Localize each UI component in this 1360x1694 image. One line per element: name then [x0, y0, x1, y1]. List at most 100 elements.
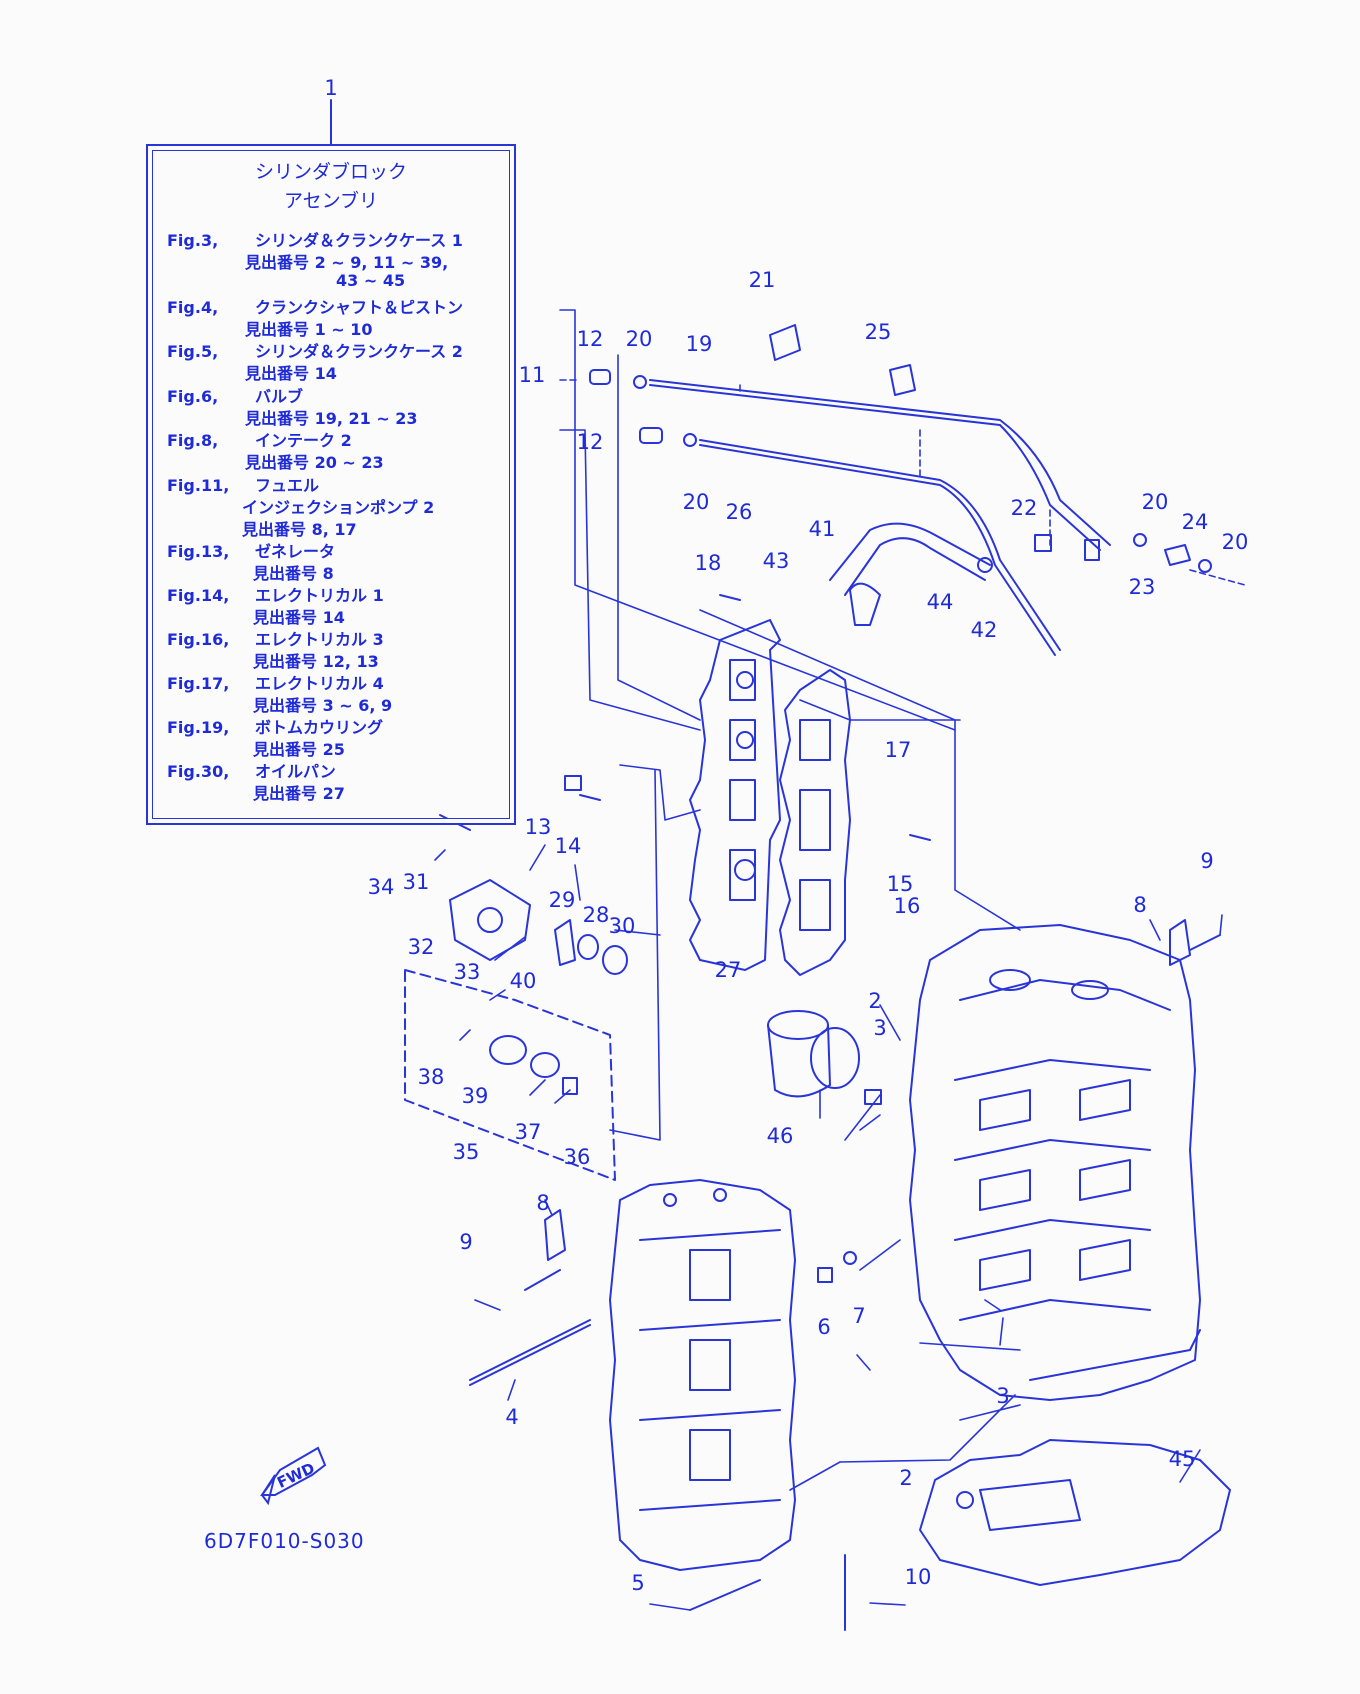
callout-number: 12 — [576, 430, 604, 454]
legend-fig-row: Fig.6, バルブ — [167, 383, 303, 407]
legend-fig-ref: Fig.5, — [167, 342, 219, 361]
legend-fig-row: Fig.30, オイルパン — [167, 758, 336, 782]
callout-number: 42 — [970, 618, 998, 642]
callout-number: 38 — [417, 1065, 445, 1089]
callout-number: 12 — [576, 327, 604, 351]
oil-filter-part — [767, 1010, 860, 1098]
legend-box — [146, 144, 516, 825]
legend-fig-ref: Fig.19, — [167, 718, 230, 737]
callout-number: 35 — [452, 1140, 480, 1164]
callout-number: 18 — [694, 551, 722, 575]
callout-number: 21 — [748, 268, 776, 292]
legend-fig-sub: 見出番号 12, 13 — [253, 652, 379, 671]
legend-title-line2: アセンブリ — [283, 190, 379, 212]
diagram-code: 6D7F010-S030 — [204, 1529, 365, 1553]
callout-number: 8 — [1133, 893, 1147, 917]
legend-fig-row: Fig.4,クランクシャフト＆ピストン — [167, 294, 463, 318]
legend-fig-name: エレクトリカル 3 — [255, 630, 384, 649]
legend-fig-sub: 見出番号 25 — [253, 740, 345, 759]
callout-number: 39 — [461, 1084, 489, 1108]
callout-number: 32 — [407, 935, 435, 959]
bolts-part — [439, 594, 1221, 1631]
crankcase-part — [609, 1179, 796, 1571]
legend-fig-row: Fig.19, ボトムカウリング — [167, 714, 383, 738]
legend-fig-name: オイルパン — [255, 762, 336, 781]
hoses-part — [649, 379, 1111, 656]
legend-fig-ref: Fig.8, — [167, 431, 219, 450]
legend-fig-name: ボトムカウリング — [255, 718, 384, 737]
callout-number: 4 — [505, 1405, 519, 1429]
legend-fig-sub: 見出番号 14 — [245, 364, 337, 383]
callout-number: 15 — [886, 872, 914, 896]
callout-number: 24 — [1181, 510, 1209, 534]
legend-fig-name: バルブ — [255, 387, 304, 406]
callout-number: 2 — [899, 1466, 913, 1490]
legend-fig-row: Fig.8, インテーク 2 — [167, 427, 352, 451]
callout-number: 19 — [685, 332, 713, 356]
fwd-label: FWD — [274, 1459, 317, 1492]
legend-fig-row: Fig.16, エレクトリカル 3 — [167, 626, 384, 650]
legend-fig-ref: Fig.13, — [167, 542, 230, 561]
callout-number: 5 — [631, 1571, 645, 1595]
fwd-arrow-icon: FWD — [260, 1446, 327, 1506]
legend-fig-sub: 見出番号 14 — [253, 608, 345, 627]
legend-fig-ref: Fig.30, — [167, 762, 230, 781]
callout-number: 3 — [996, 1384, 1010, 1408]
callout-number: 7 — [852, 1304, 866, 1328]
legend-fig-row: Fig.5, シリンダ＆クランクケース 2 — [167, 338, 463, 362]
legend-fig-ref: Fig.17, — [167, 674, 230, 693]
callout-number: 26 — [725, 500, 753, 524]
callout-number: 27 — [714, 958, 742, 982]
callout-number: 46 — [766, 1124, 794, 1148]
legend-fig-name: フュエル — [255, 476, 320, 495]
callout-number: 37 — [514, 1120, 542, 1144]
legend-title-line1: シリンダブロック — [254, 161, 407, 183]
thermostat-cover-part — [449, 775, 628, 1095]
callout-number: 41 — [808, 517, 836, 541]
legend-fig-name: シリンダ＆クランクケース 2 — [255, 342, 463, 361]
legend-fig-sub: 見出番号 1 ~ 10 — [245, 320, 373, 339]
legend-fig-ref: Fig.11, — [167, 476, 230, 495]
small-fittings-part — [589, 324, 1212, 626]
callout-number: 6 — [817, 1315, 831, 1339]
callout-number: 40 — [509, 969, 537, 993]
legend-fig-sub: 見出番号 8 — [253, 564, 334, 583]
callout-number: 22 — [1010, 496, 1038, 520]
callout-number: 1 — [324, 76, 338, 100]
legend-fig-ref: Fig.14, — [167, 586, 230, 605]
legend-fig-ref: Fig.16, — [167, 630, 230, 649]
callout-number: 3 — [873, 1016, 887, 1040]
callout-number: 13 — [524, 815, 552, 839]
legend-fig-ref: Fig.4, — [167, 298, 219, 317]
callout-number: 8 — [536, 1191, 550, 1215]
legend-fig-row: Fig.3,シリンダ＆クランクケース 1 — [167, 227, 463, 251]
legend-fig-name: インテーク 2 — [255, 431, 352, 450]
callout-number: 16 — [893, 894, 921, 918]
callout-number: 11 — [518, 363, 546, 387]
legend-fig-sub: 43 ~ 45 — [336, 271, 406, 290]
callout-number: 9 — [459, 1230, 473, 1254]
leader-lines — [434, 309, 1246, 1611]
legend-fig-name: エレクトリカル 4 — [255, 674, 384, 693]
legend-fig-ref: Fig.3, — [167, 231, 219, 250]
callout-number: 34 — [367, 875, 395, 899]
legend-fig-sub: 見出番号 20 ~ 23 — [245, 453, 384, 472]
legend-fig-sub: 見出番号 3 ~ 6, 9 — [253, 696, 393, 715]
legend-fig-sub: 見出番号 2 ~ 9, 11 ~ 39, — [245, 253, 449, 272]
callout-number: 33 — [453, 960, 481, 984]
callout-number: 9 — [1200, 849, 1214, 873]
cylinder-block-part — [909, 924, 1201, 1401]
callout-number: 2 — [868, 989, 882, 1013]
callout-number: 20 — [625, 327, 653, 351]
legend-fig-sub: インジェクションポンプ 2 — [242, 498, 435, 517]
legend-fig-name: ゼネレータ — [255, 542, 336, 561]
legend-fig-row: Fig.13, ゼネレータ — [167, 538, 335, 562]
legend-fig-ref: Fig.6, — [167, 387, 219, 406]
oil-pan-gasket-part — [919, 1439, 1231, 1586]
legend-fig-row: Fig.11, フュエル — [167, 472, 319, 496]
callout-number: 10 — [904, 1565, 932, 1589]
callout-number: 36 — [563, 1145, 591, 1169]
callout-number: 17 — [884, 738, 912, 762]
legend-fig-sub: 見出番号 27 — [253, 784, 345, 803]
